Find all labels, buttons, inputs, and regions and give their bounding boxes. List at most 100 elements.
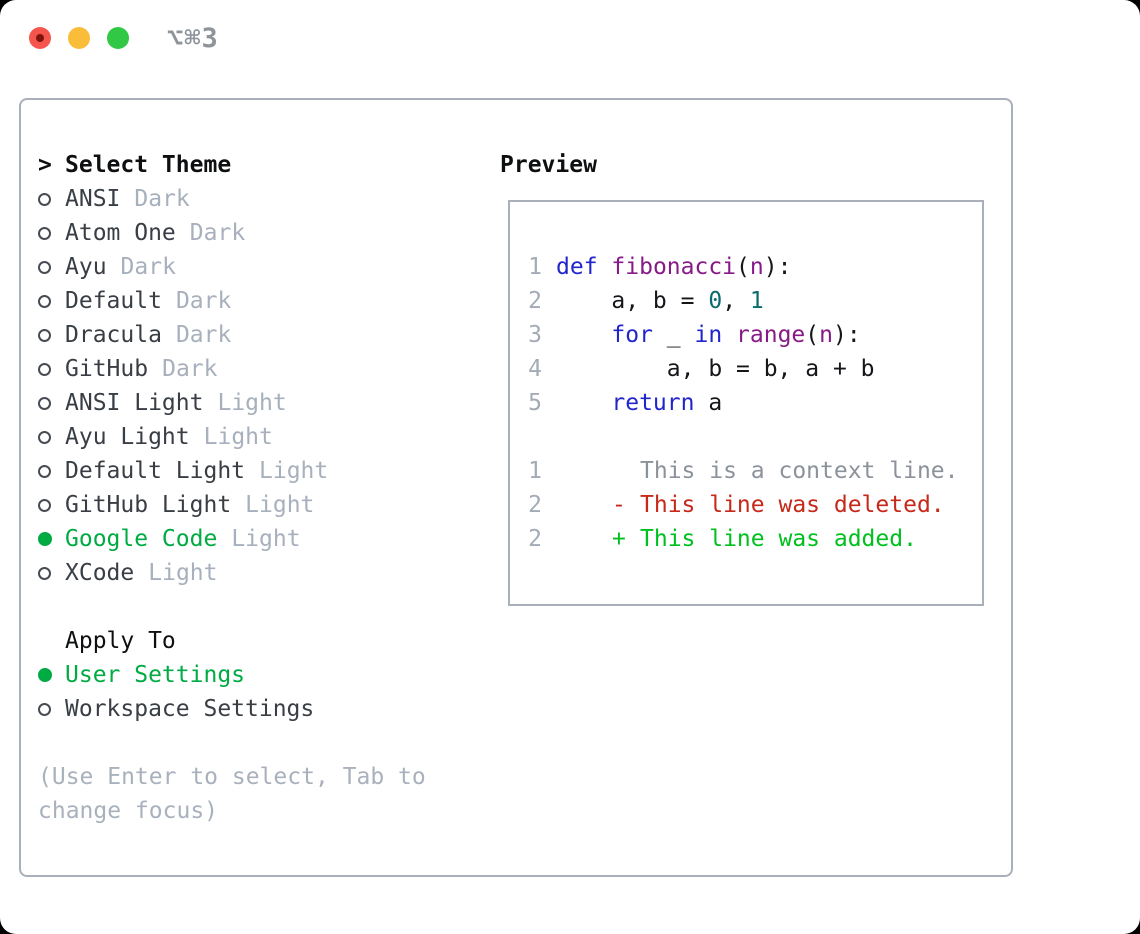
code-line: 4 a, b = b, a + b (528, 352, 978, 386)
radio-icon (38, 226, 65, 240)
code-line: 3 for _ in range(n): (528, 318, 978, 352)
theme-option-ayu-light[interactable]: Ayu Light Light (38, 420, 483, 454)
close-button[interactable] (29, 27, 51, 49)
radio-icon (38, 464, 65, 478)
theme-option-xcode-light[interactable]: XCode Light (38, 556, 483, 590)
code-token: ( (805, 322, 820, 348)
code-token: return (611, 390, 695, 416)
theme-name: GitHub (65, 356, 149, 382)
theme-option-atom-one-dark[interactable]: Atom One Dark (38, 216, 483, 250)
radio-icon (38, 396, 65, 410)
diff-text: This line was added. (640, 526, 917, 552)
theme-list: > Select Theme ANSI Dark Atom One Dark A… (38, 148, 483, 828)
code-line: 5 return a (528, 386, 978, 420)
window-controls (29, 27, 129, 49)
theme-variant-tag: Light (231, 526, 301, 552)
radio-icon (38, 192, 65, 206)
radio-selected-icon (38, 668, 65, 682)
theme-variant-tag: Dark (189, 220, 246, 246)
theme-option-ansi-dark[interactable]: ANSI Dark (38, 182, 483, 216)
code-token: for (611, 322, 653, 348)
spacer (38, 590, 483, 624)
code-token: ( (736, 254, 750, 280)
theme-picker-panel (19, 98, 1013, 877)
theme-name: Google Code (65, 526, 218, 552)
code-line: 2 a, b = 0, 1 (528, 284, 978, 318)
cursor-icon: > (38, 152, 52, 178)
code-token: a, b = b, a + b (556, 356, 875, 382)
help-text-line-2: change focus) (38, 798, 219, 824)
diff-text: This is a context line. (640, 458, 959, 484)
radio-icon (38, 260, 65, 274)
radio-icon (38, 328, 65, 342)
code-token: 1 (749, 288, 764, 314)
theme-variant-tag: Light (245, 492, 315, 518)
theme-option-google-code-light[interactable]: Google Code Light (38, 522, 483, 556)
diff-added-line: 2 + This line was added. (528, 522, 978, 556)
line-number: 3 (528, 322, 542, 348)
theme-variant-tag: Dark (162, 356, 218, 382)
theme-option-github-dark[interactable]: GitHub Dark (38, 352, 483, 386)
apply-option-workspace-settings[interactable]: Workspace Settings (38, 692, 483, 726)
zoom-button[interactable] (107, 27, 129, 49)
code-token: n (749, 254, 764, 280)
code-token (722, 322, 736, 348)
apply-to-header: Apply To (38, 624, 483, 658)
theme-name: ANSI Light (65, 390, 204, 416)
line-number: 1 (528, 254, 542, 280)
theme-name: XCode (65, 560, 135, 586)
code-token (556, 390, 611, 416)
radio-icon (38, 430, 65, 444)
diff-marker: + (612, 526, 626, 552)
minimize-button[interactable] (68, 27, 90, 49)
theme-option-ansi-light[interactable]: ANSI Light Light (38, 386, 483, 420)
theme-variant-tag: Light (203, 424, 273, 450)
theme-name: Default (65, 288, 162, 314)
code-token: _ (652, 322, 695, 348)
theme-option-github-light[interactable]: GitHub Light Light (38, 488, 483, 522)
theme-option-ayu-dark[interactable]: Ayu Dark (38, 250, 483, 284)
theme-option-default-light[interactable]: Default Light Light (38, 454, 483, 488)
help-text-line-1: (Use Enter to select, Tab to (38, 764, 426, 790)
code-token: a, b = (556, 288, 709, 314)
theme-option-default-dark[interactable]: Default Dark (38, 284, 483, 318)
theme-variant-tag: Dark (175, 322, 232, 348)
theme-name: Default Light (65, 458, 246, 484)
theme-variant-tag: Dark (134, 186, 190, 212)
select-theme-header: > Select Theme (38, 148, 483, 182)
code-token: fibonacci (611, 254, 737, 280)
line-number: 2 (528, 526, 542, 552)
apply-option-label: Workspace Settings (65, 696, 315, 722)
theme-name: Ayu Light (65, 424, 190, 450)
theme-name: ANSI (65, 186, 121, 212)
theme-variant-tag: Dark (120, 254, 176, 280)
theme-variant-tag: Light (148, 560, 218, 586)
theme-variant-tag: Light (259, 458, 329, 484)
blank-code-line (528, 420, 978, 454)
code-token: ): (833, 322, 861, 348)
theme-variant-tag: Dark (175, 288, 232, 314)
apply-option-user-settings[interactable]: User Settings (38, 658, 483, 692)
code-token: in (694, 322, 723, 348)
theme-name: Dracula (65, 322, 162, 348)
apply-to-title: Apply To (65, 628, 176, 654)
preview-title: Preview (500, 152, 597, 178)
code-token: range (736, 322, 806, 348)
diff-marker: - (612, 492, 626, 518)
theme-name: Ayu (65, 254, 107, 280)
radio-icon (38, 566, 65, 580)
apply-option-label: User Settings (65, 662, 246, 688)
line-number: 5 (528, 390, 542, 416)
theme-variant-tag: Light (217, 390, 287, 416)
select-theme-title: Select Theme (65, 152, 232, 178)
code-token: a (694, 390, 723, 416)
theme-name: Atom One (65, 220, 176, 246)
code-token: def (556, 254, 598, 280)
radio-icon (38, 362, 65, 376)
code-token (598, 254, 612, 280)
theme-option-dracula-dark[interactable]: Dracula Dark (38, 318, 483, 352)
theme-name: GitHub Light (65, 492, 232, 518)
diff-deleted-line: 2-This line was deleted. (528, 488, 978, 522)
